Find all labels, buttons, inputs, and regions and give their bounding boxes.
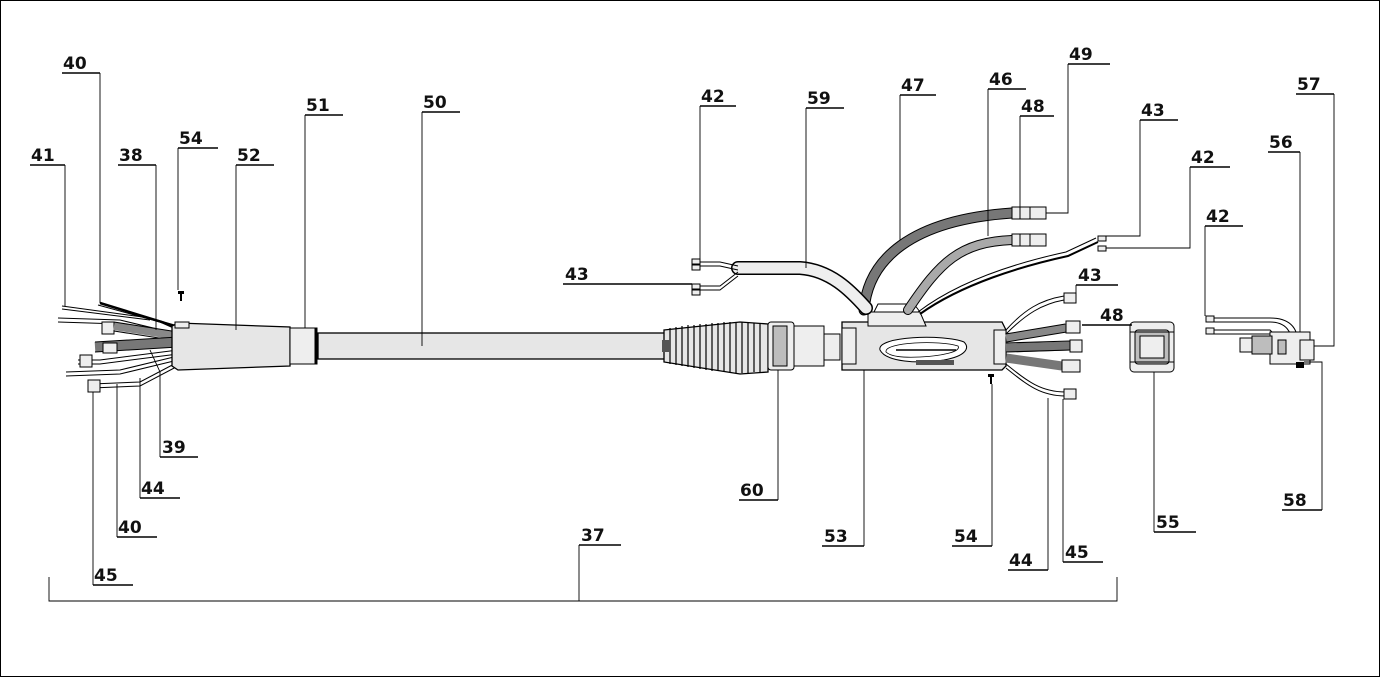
callout-56: 56 (1269, 133, 1293, 153)
hose-fitting-lower (1011, 233, 1047, 247)
callout-39: 39 (162, 438, 186, 458)
right-connector-48 (1065, 320, 1081, 334)
right-connector-top (1063, 292, 1077, 304)
callout-55: 55 (1156, 513, 1180, 533)
upper-hoses (691, 206, 1107, 316)
cable-assembly-drawing (57, 206, 1315, 400)
callout-60: 60 (740, 481, 764, 501)
callout-44-right: 44 (1009, 551, 1033, 571)
callout-40-top: 40 (63, 54, 87, 74)
callout-47: 47 (901, 76, 925, 96)
left-connector-bottom (87, 379, 101, 393)
strain-relief-bellows (662, 321, 769, 375)
callout-leaders (30, 63, 1335, 602)
right-connector-bottom (1063, 388, 1077, 400)
coupling-nut (767, 321, 841, 371)
callout-numbers: 37 38 39 40 40 41 42 42 42 43 43 43 44 4… (31, 45, 1321, 586)
callout-51: 51 (306, 96, 330, 116)
callout-57: 57 (1297, 75, 1321, 95)
callout-43-mid-right: 43 (1078, 266, 1102, 286)
sleeve-collar (289, 327, 318, 365)
callout-43-left: 43 (565, 265, 589, 285)
callout-59: 59 (807, 89, 831, 109)
callout-41: 41 (31, 146, 55, 166)
callout-48-right: 48 (1100, 306, 1124, 326)
central-block (841, 303, 1007, 371)
callout-49: 49 (1069, 45, 1093, 65)
callout-54-right: 54 (954, 527, 978, 547)
callout-42-right: 42 (1206, 207, 1230, 227)
screw-54-left (178, 291, 184, 294)
callout-48-top: 48 (1021, 97, 1045, 117)
callout-42-middle: 42 (1191, 148, 1215, 168)
callout-43-top-right: 43 (1141, 101, 1165, 121)
left-connector-mid (79, 354, 93, 368)
callout-38: 38 (119, 146, 143, 166)
callout-37: 37 (581, 526, 605, 546)
left-wire-bundle (57, 291, 184, 393)
callout-58: 58 (1283, 491, 1307, 511)
callout-44-left: 44 (141, 479, 165, 499)
callout-46: 46 (989, 70, 1013, 90)
hose-fitting-upper (1011, 206, 1047, 220)
callout-42-left: 42 (701, 87, 725, 107)
callout-52: 52 (237, 146, 261, 166)
left-connector-top (101, 321, 115, 335)
ring-nut (1129, 321, 1175, 373)
callout-40-bottom: 40 (118, 518, 142, 538)
left-nut-a (102, 342, 118, 354)
callout-53: 53 (824, 527, 848, 547)
right-wire-bundle (988, 292, 1083, 400)
cable-sheath (317, 332, 669, 360)
end-connector (1205, 315, 1315, 368)
callout-45-left: 45 (94, 566, 118, 586)
callout-54-left: 54 (179, 129, 203, 149)
callout-45-right: 45 (1065, 543, 1089, 563)
screw-54-right (988, 374, 994, 377)
callout-50: 50 (423, 93, 447, 113)
handle-sleeve (171, 322, 291, 371)
